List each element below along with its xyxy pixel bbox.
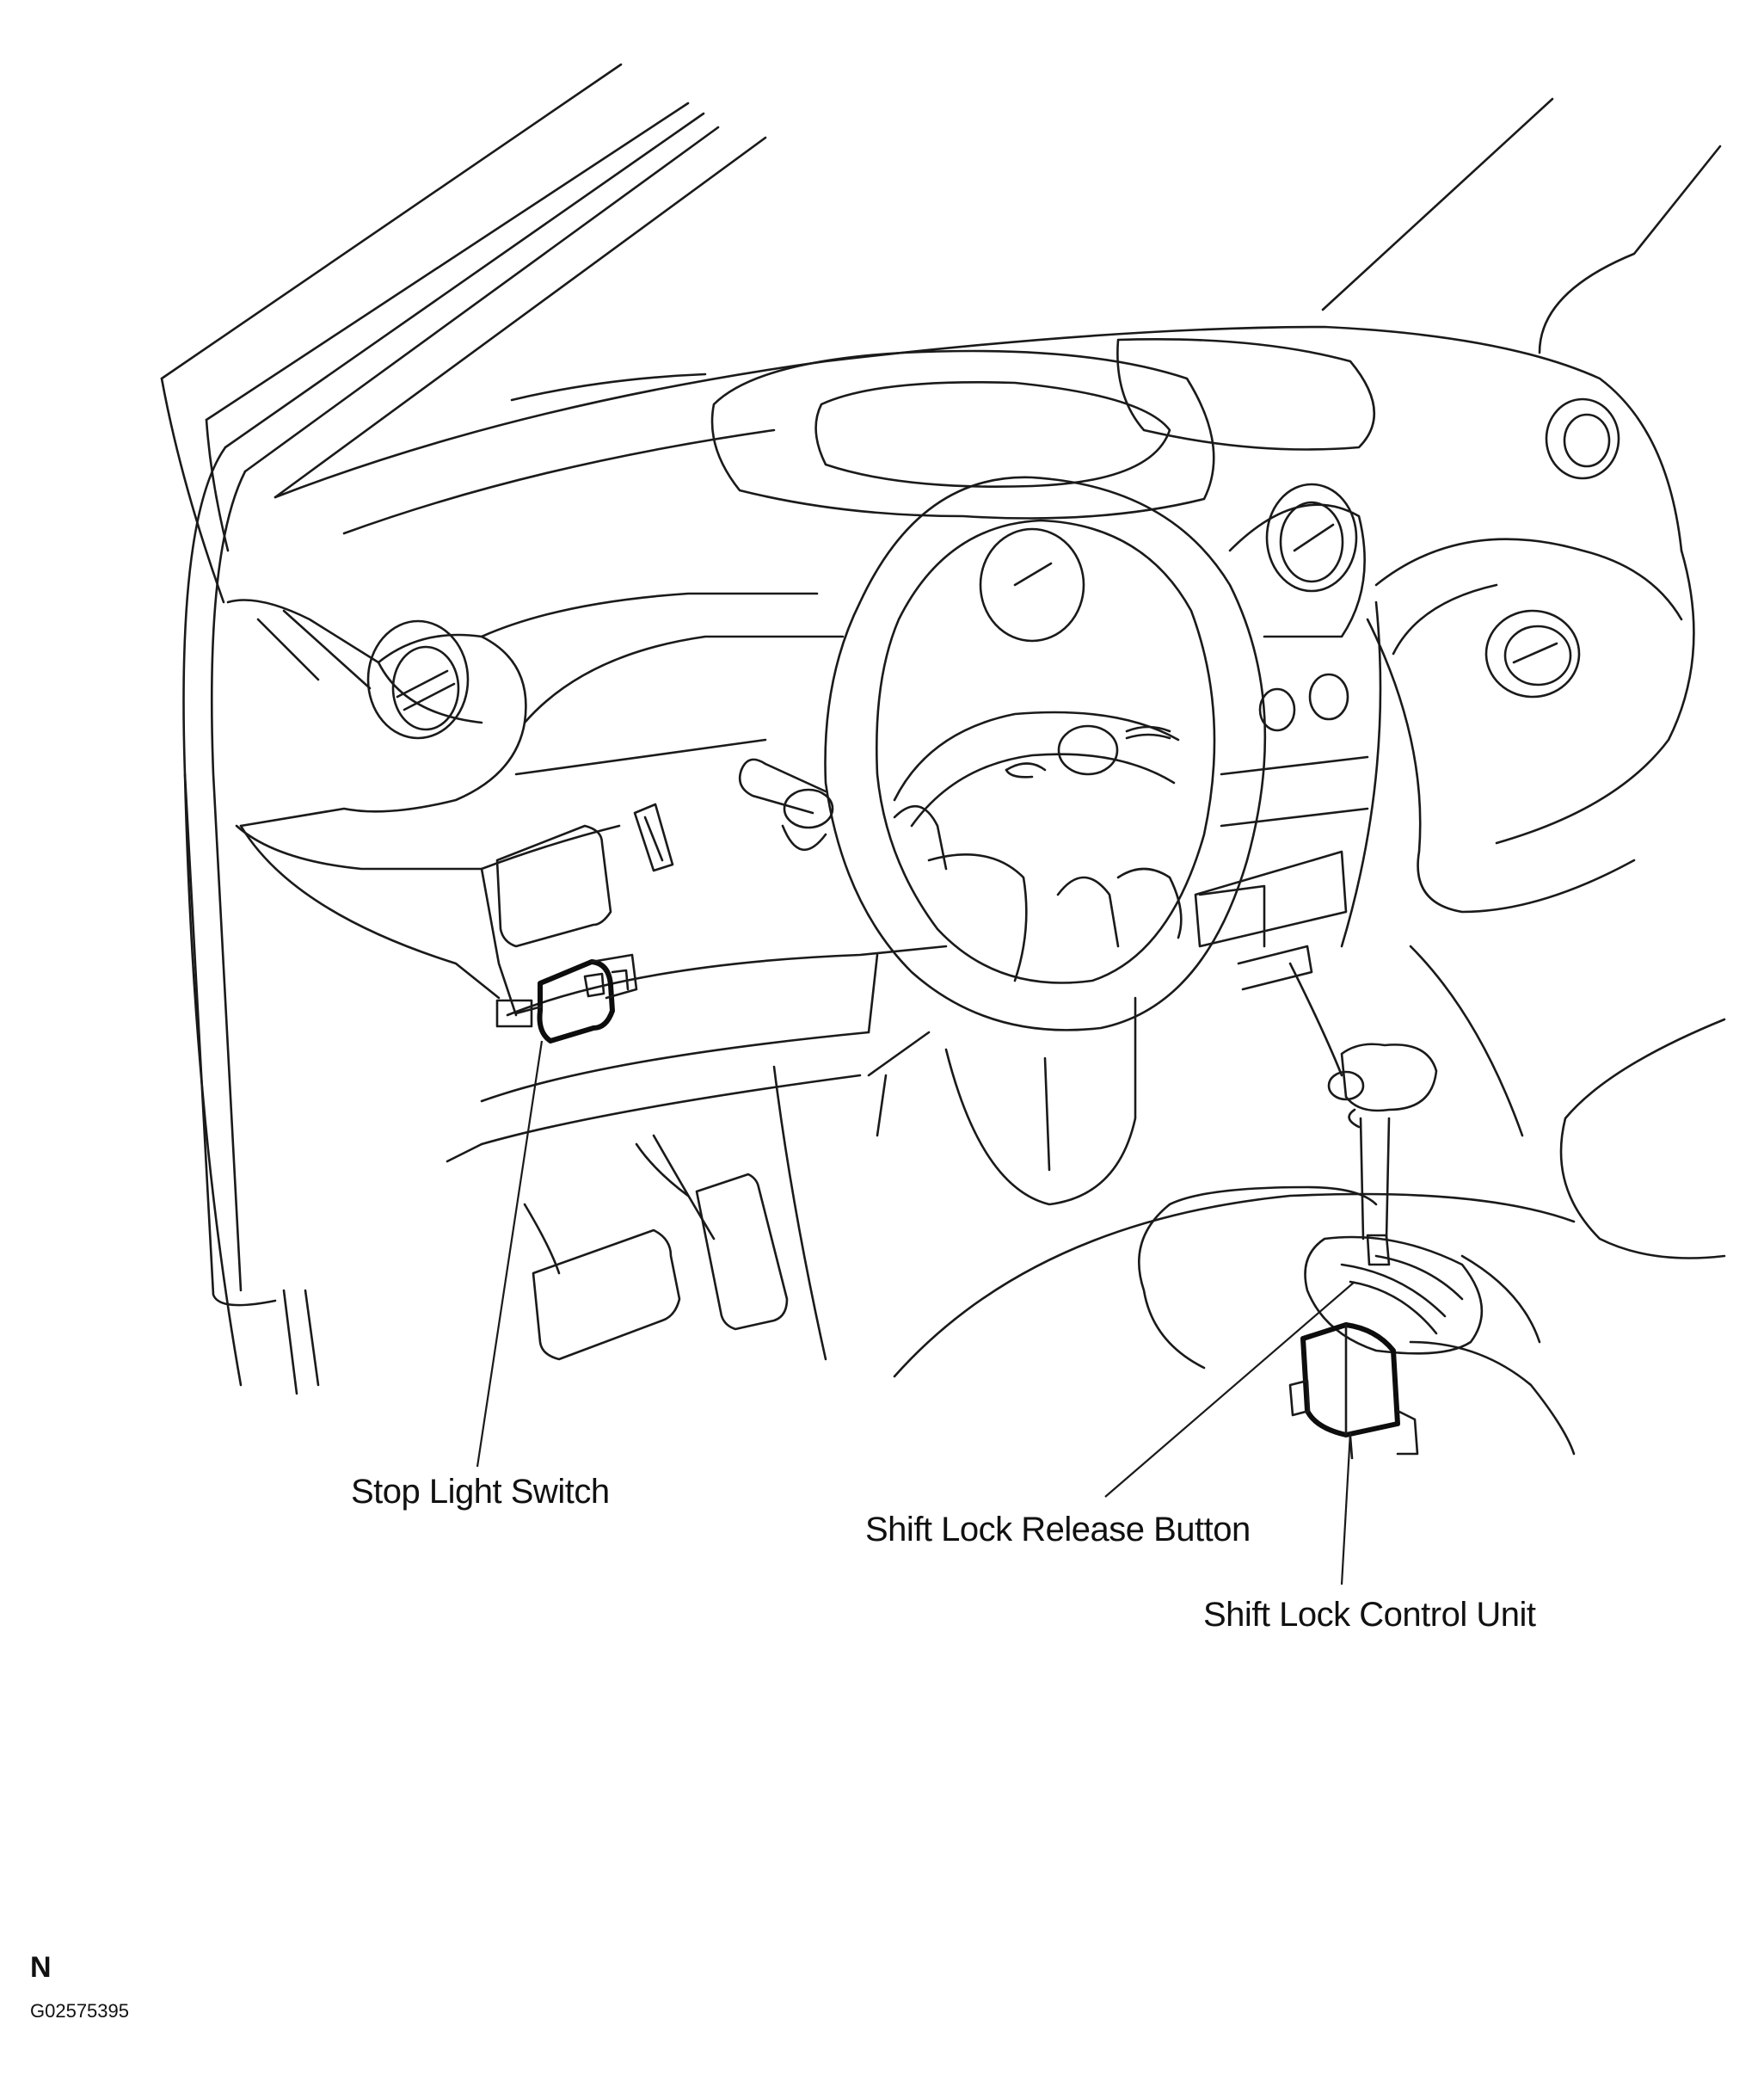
stop-light-switch-part xyxy=(495,953,638,1044)
figure-code: G02575395 xyxy=(30,2000,129,2022)
dashboard-left-body xyxy=(226,592,845,1017)
shift-lock-control-unit-label: Shift Lock Control Unit xyxy=(1203,1596,1536,1634)
switch-panel xyxy=(495,803,674,948)
center-console xyxy=(893,1185,1576,1456)
shift-lock-control-unit-part xyxy=(1288,1322,1419,1460)
stop-light-switch-label: Stop Light Switch xyxy=(351,1473,610,1511)
a-pillar xyxy=(160,63,767,604)
shift-lever xyxy=(1327,1043,1438,1241)
instrument-hood xyxy=(710,349,1215,520)
dashboard-right-body xyxy=(1288,538,1726,1259)
lower-dash xyxy=(446,945,1137,1361)
center-gauges xyxy=(979,483,1382,991)
combination-switch xyxy=(738,758,834,851)
left-air-vent xyxy=(366,619,470,740)
dashboard-top xyxy=(274,97,1722,552)
leader-lines xyxy=(476,1040,1355,1585)
right-air-vents xyxy=(1484,397,1620,699)
door-frame xyxy=(182,446,320,1395)
shift-lock-release-button-label: Shift Lock Release Button xyxy=(865,1511,1251,1548)
pedals xyxy=(523,1142,789,1361)
corner-letter: N xyxy=(30,1951,52,1984)
steering-wheel xyxy=(824,476,1267,1031)
